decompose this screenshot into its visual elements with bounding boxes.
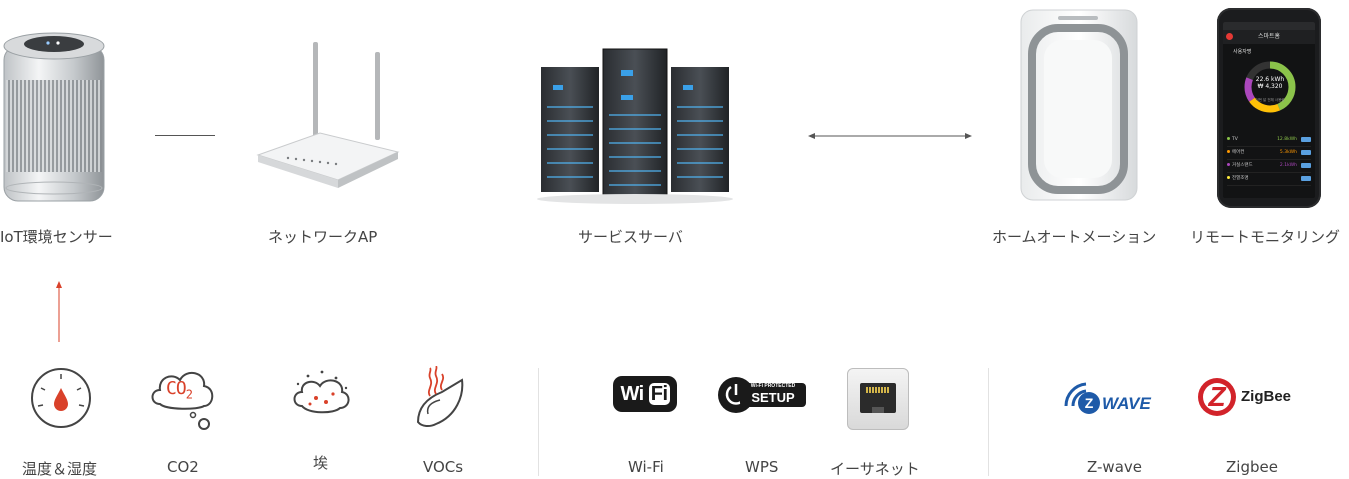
network-ap-label: ネットワークAP bbox=[268, 228, 378, 246]
wifi-logo-icon: Wi Fi bbox=[613, 376, 677, 412]
wps-label: WPS bbox=[745, 458, 779, 476]
phone-device-list: TV 12.8kWh 에어컨 5.3kWh 거실스탠드 2.1kWh 전열조명 bbox=[1227, 134, 1311, 186]
smartphone-image: 스마트홈 사용자명 22.6 kWh ₩ 4,320 이번 달 전체 사용량 T… bbox=[1217, 8, 1321, 208]
zigbee-label: Zigbee bbox=[1226, 458, 1278, 476]
phone-device-row: TV 12.8kWh bbox=[1227, 134, 1311, 147]
zigbee-wordmark: ZigBee bbox=[1241, 388, 1292, 405]
phone-title: 스마트홈 bbox=[1223, 30, 1315, 44]
zwave-logo-icon: Z WAVE bbox=[1060, 376, 1168, 416]
section-divider bbox=[988, 368, 989, 476]
co2-glyph: CO2 bbox=[166, 378, 193, 402]
ethernet-label: イーサネット bbox=[830, 460, 920, 478]
device-usage: 12.8kWh bbox=[1277, 137, 1297, 142]
connector-line bbox=[155, 135, 215, 136]
up-arrow bbox=[56, 281, 62, 342]
device-toggle[interactable] bbox=[1301, 150, 1311, 155]
zwave-z-badge: Z bbox=[1078, 392, 1100, 414]
bidirectional-arrow bbox=[808, 133, 972, 139]
status-dot-icon bbox=[1227, 150, 1230, 153]
server-rack-image bbox=[537, 48, 733, 204]
home-automation-label: ホームオートメーション bbox=[992, 228, 1157, 246]
zigbee-z-glyph: Z bbox=[1208, 381, 1226, 412]
phone-device-row: 거실스탠드 2.1kWh bbox=[1227, 160, 1311, 173]
section-divider bbox=[538, 368, 539, 476]
zwave-wordmark: WAVE bbox=[1102, 394, 1151, 413]
iot-sensor-label: IoT環境センサー bbox=[0, 228, 113, 246]
phone-sub: 이번 달 전체 사용량 bbox=[1255, 98, 1285, 102]
ethernet-port-icon bbox=[847, 368, 909, 430]
phone-screen: 스마트홈 사용자명 22.6 kWh ₩ 4,320 이번 달 전체 사용량 T… bbox=[1223, 22, 1315, 198]
co2-label: CO2 bbox=[167, 458, 199, 476]
device-name: TV bbox=[1232, 137, 1238, 142]
device-name: 전열조명 bbox=[1232, 176, 1249, 181]
device-name: 에어컨 bbox=[1232, 150, 1245, 155]
vocs-icon bbox=[416, 366, 464, 428]
phone-won: ₩ 4,320 bbox=[1257, 83, 1283, 90]
device-toggle[interactable] bbox=[1301, 176, 1311, 181]
device-toggle[interactable] bbox=[1301, 163, 1311, 168]
phone-kwh: 22.6 kWh bbox=[1255, 76, 1285, 83]
air-purifier-image bbox=[1020, 9, 1138, 201]
service-server-label: サービスサーバ bbox=[578, 228, 683, 246]
wifi-label: Wi-Fi bbox=[628, 458, 664, 476]
device-usage: 5.3kWh bbox=[1279, 150, 1297, 155]
vocs-label: VOCs bbox=[423, 458, 464, 476]
status-dot-icon bbox=[1227, 176, 1230, 179]
router-image bbox=[256, 42, 400, 188]
device-toggle[interactable] bbox=[1301, 137, 1311, 142]
zigbee-logo-icon: Z ZigBee bbox=[1198, 378, 1308, 418]
phone-device-row: 전열조명 bbox=[1227, 173, 1311, 186]
dust-icon bbox=[293, 370, 350, 414]
phone-user: 사용자명 bbox=[1233, 49, 1252, 55]
thermometer-gauge-icon bbox=[31, 368, 91, 428]
device-usage: 2.1kWh bbox=[1279, 163, 1297, 168]
dust-label: 埃 bbox=[313, 454, 329, 472]
zwave-label: Z-wave bbox=[1087, 458, 1142, 476]
iot-sensor-image bbox=[3, 32, 105, 202]
energy-donut-icon bbox=[1244, 61, 1296, 113]
device-name: 거실스탠드 bbox=[1232, 163, 1253, 168]
phone-device-row: 에어컨 5.3kWh bbox=[1227, 147, 1311, 160]
wps-logo-icon: Wi-Fi PROTECTED SETUP bbox=[718, 377, 806, 413]
wave-arcs-icon bbox=[1064, 382, 1087, 407]
status-dot-icon bbox=[1227, 163, 1230, 166]
status-dot-icon bbox=[1227, 137, 1230, 140]
co2-cloud-icon bbox=[151, 371, 214, 430]
power-icon[interactable] bbox=[1226, 33, 1233, 40]
remote-monitoring-label: リモートモニタリング bbox=[1190, 228, 1341, 246]
temp-humidity-label: 温度＆湿度 bbox=[22, 460, 98, 478]
